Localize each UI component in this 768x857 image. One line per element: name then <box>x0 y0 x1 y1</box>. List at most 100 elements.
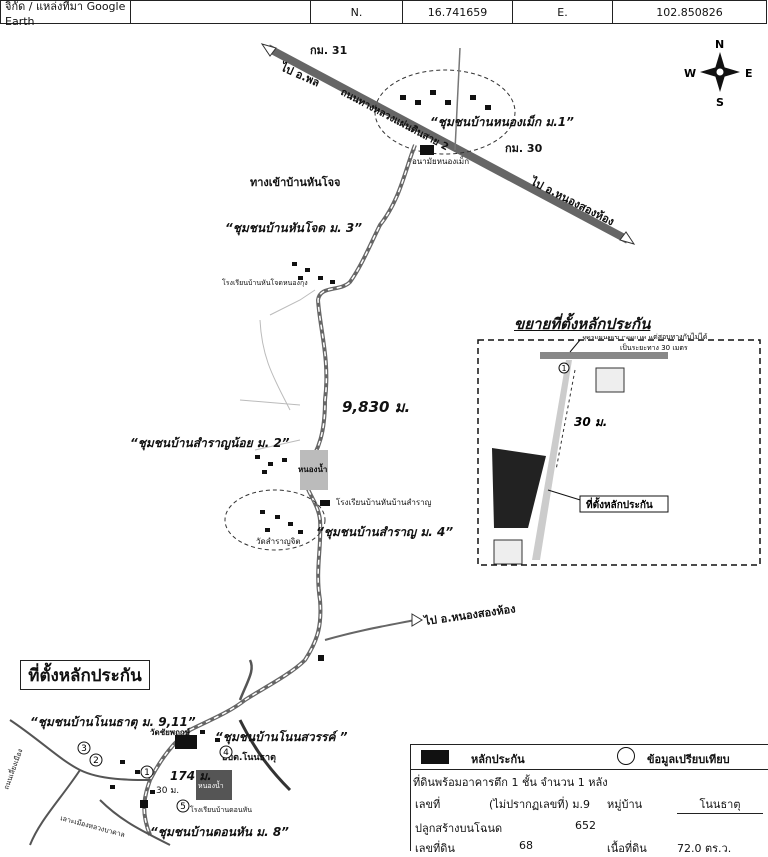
legend-collateral: หลักประกัน <box>471 753 525 766</box>
compass-e: E <box>745 67 753 80</box>
inset-house-icon-2 <box>493 539 523 565</box>
label-community2: “ชุมชนบ้านสำราญน้อย ม. 2” <box>130 436 290 451</box>
highway-road <box>266 44 630 244</box>
label-temple-phin: วัดชัยพฤกษ์ <box>150 727 191 737</box>
coordinate-header: จิกัด / แหล่งที่มา Google Earth N. 16.74… <box>0 0 767 28</box>
houses-cluster-3 <box>292 262 335 284</box>
community1-boundary <box>374 69 516 155</box>
label-temple-samran: วัดสำราญจิต <box>256 537 301 546</box>
pond-area <box>300 450 328 490</box>
land-no-value: 68 <box>519 839 533 852</box>
marker-5: 5 <box>180 802 186 812</box>
label-to-nongsonghong2: ไป อ.หนองสองห้อง <box>421 601 516 628</box>
compass-s: S <box>716 96 724 109</box>
north-label: N. <box>311 1 403 23</box>
label-school-samran: โรงเรียนบ้านหันบ้านสำราญ <box>336 497 432 507</box>
label-road-left2: เลาะเมืองหลวงบาดาล <box>59 814 125 839</box>
house-no-value: (ไม่ปรากฏเลขที่) ม.9 <box>489 798 590 811</box>
area-value: 72.0 ตร.ว. <box>677 842 732 855</box>
pond2-area <box>196 770 232 800</box>
label-community4: “ชุมชนบ้านสำราญ ม. 4” <box>316 525 453 540</box>
road-southwest <box>29 769 81 846</box>
comparison-circle <box>617 747 635 765</box>
label-community3: “ชุมชนบ้านหันโจด ม. 3” <box>225 220 362 236</box>
main-road-centerline <box>143 144 416 836</box>
label-pond: หนองน้ำ <box>298 463 327 474</box>
area-label: เนื้อที่ดิน <box>607 842 647 855</box>
compass-n: N <box>715 38 724 51</box>
label-dist174: 174 ม. <box>170 769 212 783</box>
east-value: 102.850826 <box>656 5 723 19</box>
location-box: ที่ตั้งหลักประกัน <box>20 660 150 690</box>
field-boundaries <box>239 289 316 451</box>
compass-rose: N S E W <box>684 38 753 109</box>
legend-desc: ที่ดินพร้อมอาคารตึก 1 ชั้น จำนวน 1 หลัง <box>413 776 608 789</box>
label-pond2: หนองน้ำ <box>198 779 224 790</box>
houses-cluster-911 <box>110 730 220 808</box>
north-value: 16.741659 <box>403 1 513 23</box>
numbered-markers: 1 2 3 4 5 <box>77 741 233 813</box>
legend-symbols-row: หลักประกัน ข้อมูลเปรียบเทียบ <box>411 745 768 770</box>
label-road-honjot: ทางเข้าบ้านหันโจจ <box>250 175 341 189</box>
landmark-dot <box>318 655 324 661</box>
houses-cluster-2 <box>255 455 330 506</box>
deed-label: ปลูกสร้างบนโฉนด <box>415 822 503 835</box>
inset-location-label: ที่ตั้งหลักประกัน <box>586 497 653 511</box>
label-distance: 9,830 ม. <box>342 398 410 416</box>
marker-2: 2 <box>93 756 99 766</box>
arrow-to-phon <box>260 43 277 57</box>
village-lane <box>454 47 461 151</box>
inset-marker-label: 1 <box>561 364 566 373</box>
inset-marker <box>558 362 570 374</box>
community4-boundary <box>224 489 326 551</box>
arrow-to-nongsonghong <box>619 231 636 245</box>
location-map: N S E W กม. 31 ไป อ.พล ถนนทางหลวงแผ่นดิน… <box>1 38 761 846</box>
village-label: หมู่บ้าน <box>607 798 643 811</box>
label-community-nonsawan: “ชุมชนบ้านโนนสวรรค์ ” <box>215 729 348 745</box>
source-label: จิกัด / แหล่งที่มา Google Earth <box>1 0 131 28</box>
label-community911: “ชุมชนบ้านโนนธาตุ ม. 9,11” <box>30 714 196 730</box>
marker-1: 1 <box>144 768 150 778</box>
inset-collateral-parcel <box>492 448 546 528</box>
legend-house-row: เลขที่ (ไม่ปรากฏเลขที่) ม.9 หมู่บ้าน โนน… <box>411 795 768 814</box>
side-road <box>238 659 253 701</box>
inset-note2: เป็นระยะทาง 30 เมตร <box>620 343 688 352</box>
village-value: โนนธาตุ <box>677 795 763 814</box>
road-to-nongsonghong <box>324 619 416 641</box>
inset-lane <box>532 360 572 560</box>
label-health-nongmek: อนามัยหนองเม็ก <box>412 156 469 166</box>
label-km30: กม. 30 <box>505 142 543 155</box>
label-km31: กม. 31 <box>310 44 347 57</box>
land-no-label: เลขที่ดิน <box>415 842 455 855</box>
inset-road <box>540 352 668 359</box>
inset-location-box <box>579 495 669 513</box>
inset-distance: 30 ม. <box>574 415 607 429</box>
deed-value: 652 <box>575 819 596 832</box>
label-community1: “ชุมชนบ้านหนองเม็ก ม.1” <box>430 114 574 130</box>
label-road-left1: ถนนเลี่ยงเมือง <box>1 748 24 791</box>
inset-measure-line <box>555 369 576 471</box>
house-no-label: เลขที่ <box>415 798 441 811</box>
east-label: E. <box>513 1 613 23</box>
compass-w: W <box>684 67 696 80</box>
label-health-nontat: อบต.โนนธาตุ <box>222 751 276 763</box>
inset-house-icon <box>595 367 625 393</box>
houses-cluster-1 <box>400 90 491 155</box>
label-school-nonhan: โรงเรียนบ้านดอนหัน <box>190 805 252 814</box>
collateral-swatch <box>421 750 449 764</box>
inset-note1: จุดรถยนต์เข้า-ออกได้ แต่สอบทางกับไม่ได้ <box>582 332 707 341</box>
houses-cluster-4 <box>260 510 303 534</box>
legend-comparison: ข้อมูลเปรียบเทียบ <box>647 753 730 766</box>
legend-deed-row: ปลูกสร้างบนโฉนด 652 <box>411 819 768 837</box>
label-to-nongsonghong: ไป อ.หนองสองห้อง <box>527 173 617 228</box>
arrow-nongsonghong2 <box>411 613 423 627</box>
marker-3: 3 <box>81 744 87 754</box>
inset-title: ขยายที่ตั้งหลักประกัน <box>512 312 653 336</box>
road-south <box>99 799 171 846</box>
label-community8: “ชุมชนบ้านดอนหัน ม. 8” <box>150 825 289 840</box>
marker-4: 4 <box>223 748 229 758</box>
label-dist30b: 30 ม. <box>156 786 179 796</box>
label-school-honjot: โรงเรียนบ้านหันโจดหนองกุง <box>222 278 308 287</box>
header-spacer <box>131 1 311 23</box>
inset-note-pointer <box>569 339 581 353</box>
